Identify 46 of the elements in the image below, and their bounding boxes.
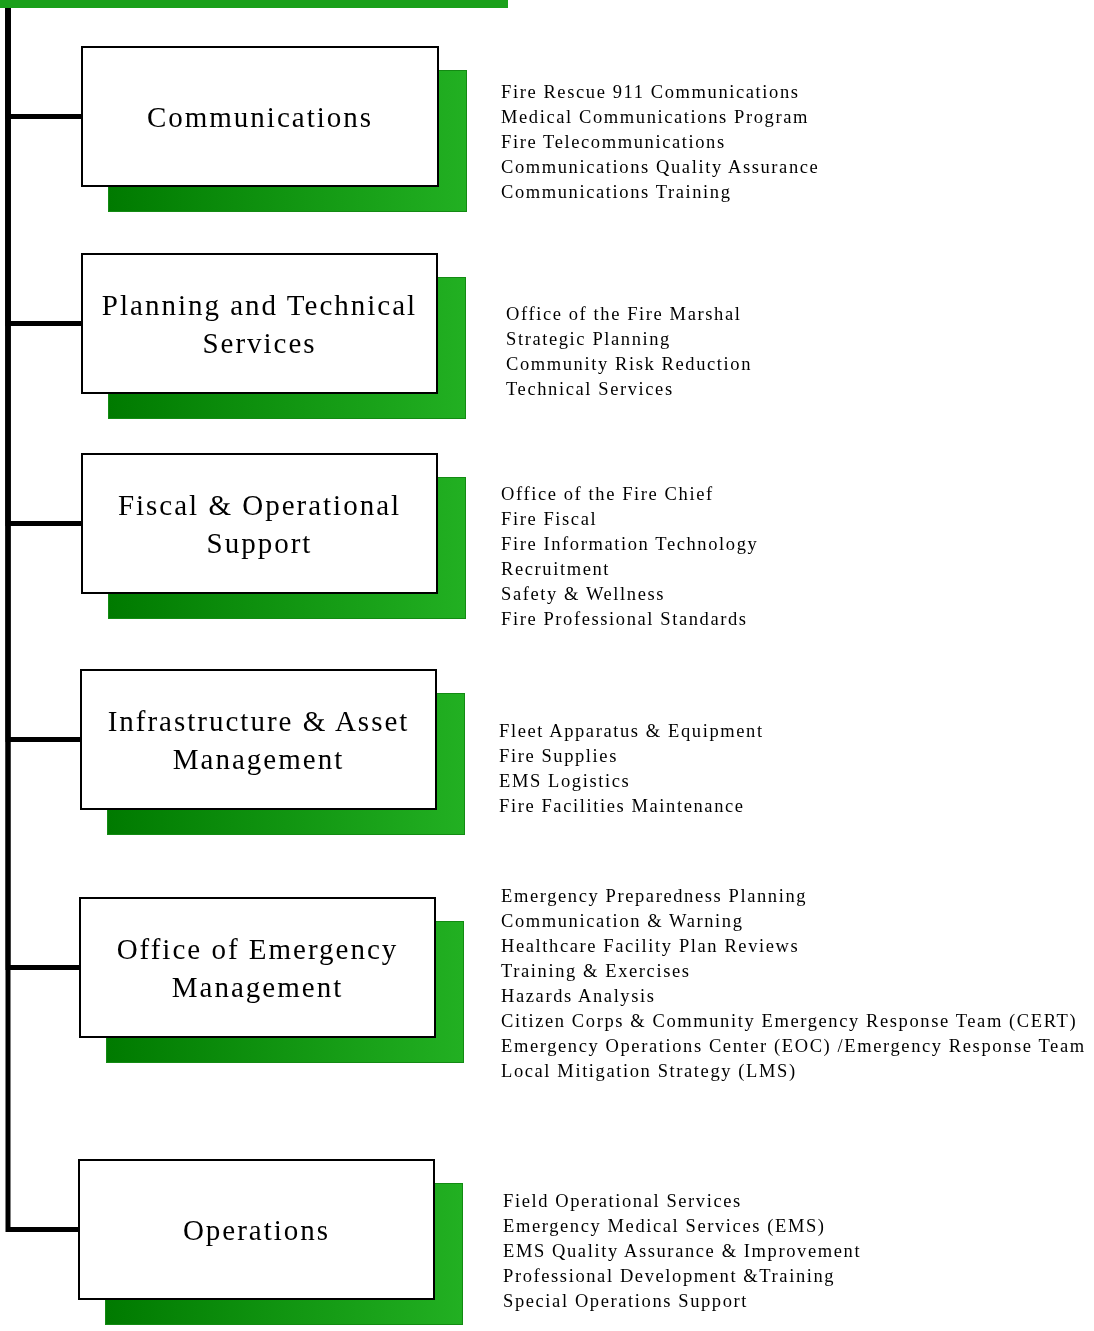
department-title: Operations — [181, 1212, 332, 1248]
function-item: Fire Facilities Maintenance — [499, 795, 746, 818]
function-item: Special Operations Support — [503, 1290, 750, 1313]
function-item: Communications Quality Assurance — [501, 156, 821, 179]
function-item: Communication & Warning — [501, 910, 745, 933]
function-item: Hazards Analysis — [501, 985, 657, 1008]
function-item: Fire Fiscal — [501, 508, 599, 531]
department-title: Office of Emergency Management — [115, 931, 400, 1005]
function-item: Fire Information Technology — [501, 533, 760, 556]
header-bar — [0, 0, 508, 8]
function-item: Fire Telecommunications — [501, 131, 727, 154]
function-item: Strategic Planning — [506, 328, 672, 351]
function-item: Healthcare Facility Plan Reviews — [501, 935, 801, 958]
function-item: Safety & Wellness — [501, 583, 667, 606]
department-box — [79, 897, 436, 1038]
function-item: Professional Development &Training — [503, 1265, 837, 1288]
function-item: Office of the Fire Marshal — [506, 303, 743, 326]
department-box — [81, 253, 438, 394]
function-item: Emergency Preparedness Planning — [501, 885, 809, 908]
function-item: EMS Logistics — [499, 770, 632, 793]
function-item: Citizen Corps & Community Emergency Response Team (CERT) — [501, 1010, 1079, 1033]
function-item: Fleet Apparatus & Equipment — [499, 720, 765, 743]
connector-line — [5, 8, 78, 1232]
department-title: Communications — [145, 99, 375, 135]
department-box — [81, 453, 438, 594]
function-item: Office of the Fire Chief — [501, 483, 715, 506]
department-box — [80, 669, 437, 810]
function-item: Communications Training — [501, 181, 733, 204]
function-item: EMS Quality Assurance & Improvement — [503, 1240, 863, 1263]
function-item: Fire Supplies — [499, 745, 619, 768]
department-box — [81, 46, 439, 187]
department-title: Infrastructure & Asset Management — [106, 703, 411, 777]
function-item: Field Operational Services — [503, 1190, 743, 1213]
function-item: Emergency Operations Center (EOC) /Emergency Response Team — [501, 1035, 1087, 1058]
department-title: Planning and Technical Services — [100, 287, 419, 361]
function-item: Medical Communications Program — [501, 106, 810, 129]
function-item: Local Mitigation Strategy (LMS) — [501, 1060, 798, 1083]
function-item: Recruitment — [501, 558, 612, 581]
function-item: Emergency Medical Services (EMS) — [503, 1215, 827, 1238]
department-title: Fiscal & Operational Support — [116, 487, 403, 561]
function-item: Technical Services — [506, 378, 675, 401]
function-item: Fire Rescue 911 Communications — [501, 81, 801, 104]
function-item: Community Risk Reduction — [506, 353, 754, 376]
function-item: Fire Professional Standards — [501, 608, 749, 631]
function-item: Training & Exercises — [501, 960, 692, 983]
department-box — [78, 1159, 435, 1300]
